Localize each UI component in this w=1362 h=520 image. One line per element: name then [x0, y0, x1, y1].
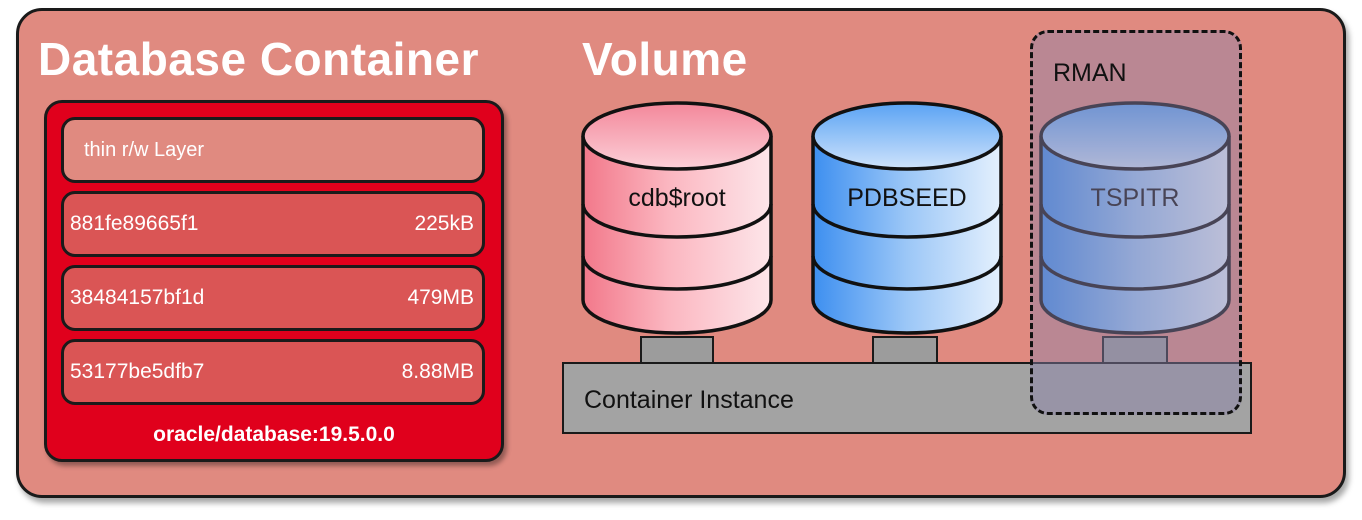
database-cylinder-tspitr: TSPITR [1038, 100, 1232, 336]
rman-boundary: RMAN [1030, 30, 1242, 415]
container-instance-bar: Container Instance [562, 362, 1252, 434]
layer-size: 479MB [407, 286, 474, 309]
volume-title: Volume [582, 33, 748, 85]
database-icon [811, 101, 1003, 335]
image-name-label: oracle/database:19.5.0.0 [153, 423, 395, 446]
rman-label: RMAN [1053, 59, 1127, 87]
container-instance-label: Container Instance [584, 386, 794, 414]
database-cylinder-pdbseed: PDBSEED [810, 100, 1004, 336]
layer-id: 53177be5dfb7 [70, 360, 205, 383]
container-image-box: thin r/w Layer 881fe89665f1 225kB 384841… [44, 100, 504, 462]
database-stem [640, 336, 714, 364]
database-label: PDBSEED [847, 184, 967, 212]
database-icon [1039, 101, 1231, 335]
database-stem [1102, 336, 1168, 364]
layer-size: 8.88MB [401, 360, 474, 383]
database-container-title: Database Container [38, 33, 480, 85]
layer-size: 225kB [414, 212, 474, 235]
image-layer: 38484157bf1d 479MB [61, 265, 485, 331]
database-cylinder-cdbroot: cdb$root [580, 100, 774, 336]
layer-id: 881fe89665f1 [70, 212, 199, 235]
thin-rw-layer-label: thin r/w Layer [84, 138, 205, 161]
database-stem [872, 336, 938, 364]
image-layer: 53177be5dfb7 8.88MB [61, 339, 485, 405]
database-label: TSPITR [1090, 184, 1180, 212]
database-icon [581, 101, 773, 335]
image-layer: 881fe89665f1 225kB [61, 191, 485, 257]
layer-id: 38484157bf1d [70, 286, 205, 309]
thin-rw-layer: thin r/w Layer [61, 117, 485, 183]
database-label: cdb$root [628, 184, 726, 212]
